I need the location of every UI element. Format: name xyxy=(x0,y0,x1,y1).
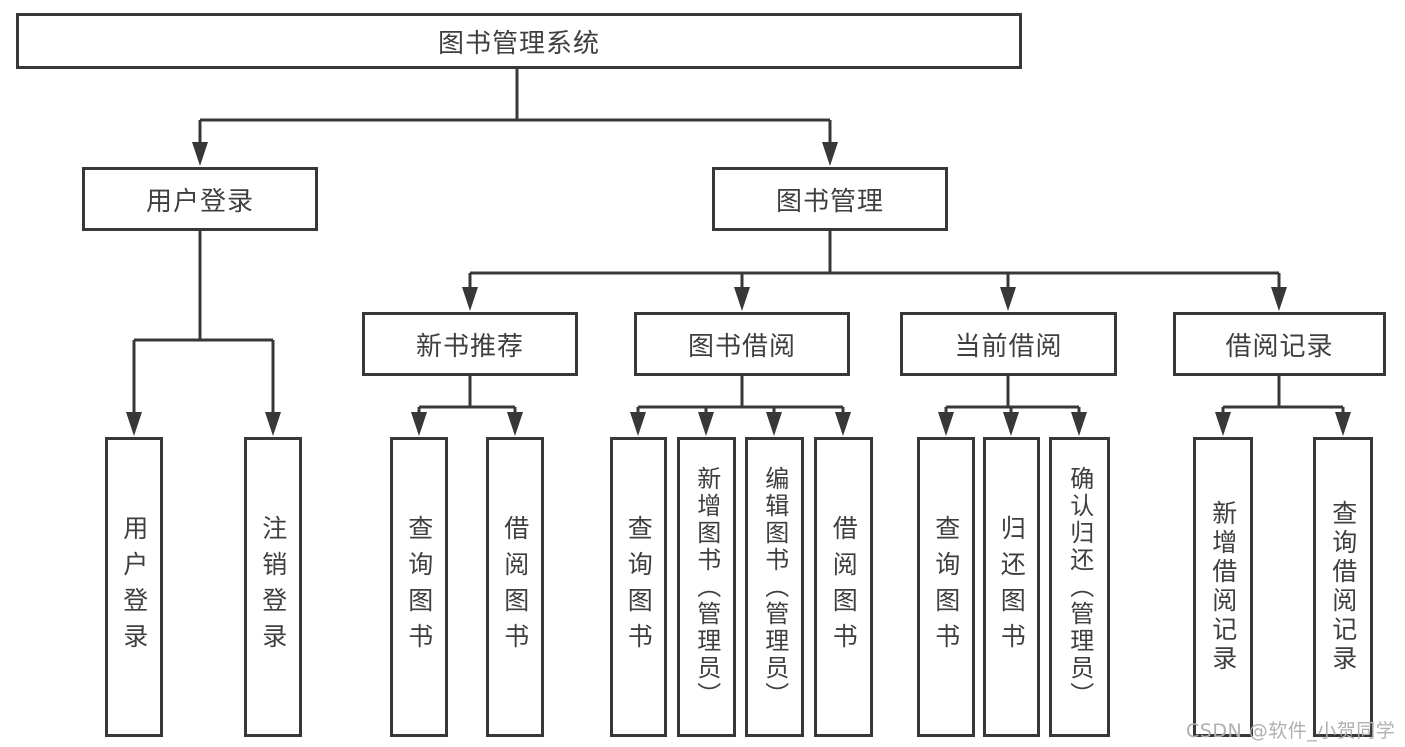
leaf-query-books-current: 查询图书 xyxy=(917,437,975,737)
leaf-label: 借阅图书 xyxy=(500,515,530,659)
node-new-book-recommend: 新书推荐 xyxy=(362,312,578,376)
leaf-label: 新增图书（管理员） xyxy=(692,465,721,709)
leaf-label: 借阅图书 xyxy=(829,515,859,659)
leaf-label: 查询图书 xyxy=(624,515,654,659)
leaf-label: 用户登录 xyxy=(119,515,149,659)
leaf-query-books-borrow: 查询图书 xyxy=(610,437,667,737)
leaf-user-login: 用户登录 xyxy=(105,437,163,737)
leaf-query-borrow-record: 查询借阅记录 xyxy=(1313,437,1373,737)
node-book-borrow: 图书借阅 xyxy=(634,312,850,376)
leaf-label: 查询图书 xyxy=(404,515,434,659)
leaf-label: 查询图书 xyxy=(931,515,961,659)
leaf-label: 归还图书 xyxy=(997,515,1027,659)
leaf-query-books-recommend: 查询图书 xyxy=(390,437,448,737)
node-current-borrow: 当前借阅 xyxy=(900,312,1117,376)
arrowheads xyxy=(126,142,1351,436)
node-book-management: 图书管理 xyxy=(712,167,948,231)
leaf-add-borrow-record: 新增借阅记录 xyxy=(1193,437,1253,737)
leaf-borrow-books-recommend: 借阅图书 xyxy=(486,437,544,737)
leaf-label: 查询借阅记录 xyxy=(1328,500,1358,674)
leaf-confirm-return-admin: 确认归还（管理员） xyxy=(1049,437,1110,737)
leaf-label: 注销登录 xyxy=(258,515,288,659)
leaf-label: 确认归还（管理员） xyxy=(1065,465,1094,709)
leaf-borrow-books: 借阅图书 xyxy=(814,437,873,737)
node-library-management-system: 图书管理系统 xyxy=(16,13,1022,69)
node-borrow-records: 借阅记录 xyxy=(1173,312,1386,376)
leaf-label: 新增借阅记录 xyxy=(1208,500,1238,674)
csdn-watermark: CSDN @软件_小贺同学 xyxy=(1186,720,1396,742)
leaf-logout: 注销登录 xyxy=(244,437,302,737)
leaf-edit-books-admin: 编辑图书（管理员） xyxy=(745,437,804,737)
leaf-return-books: 归还图书 xyxy=(983,437,1040,737)
node-user-login: 用户登录 xyxy=(82,167,318,231)
leaf-label: 编辑图书（管理员） xyxy=(760,465,789,709)
leaf-add-books-admin: 新增图书（管理员） xyxy=(677,437,736,737)
